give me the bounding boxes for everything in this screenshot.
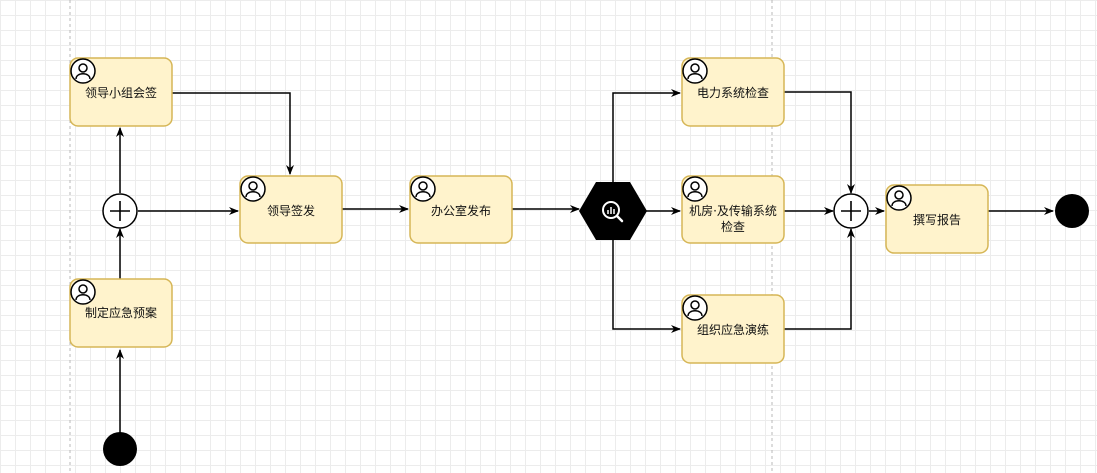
task-leader-sign-issue[interactable]: 领导签发: [239, 175, 343, 244]
search-chart-icon: [602, 201, 624, 223]
task-write-report[interactable]: 撰写报告: [885, 184, 989, 254]
flow-power-to-join[interactable]: [784, 91, 855, 194]
task-label: 电力系统检查: [697, 85, 769, 100]
task-power-check[interactable]: 电力系统检查: [681, 57, 785, 127]
task-label: 撰写报告: [913, 212, 961, 227]
user-icon: [70, 279, 96, 305]
task-organize-drill[interactable]: 组织应急演练: [681, 294, 785, 364]
user-icon: [682, 176, 708, 202]
flow-gateway-to-drill[interactable]: [612, 231, 681, 333]
parallel-gateway[interactable]: [833, 193, 869, 229]
end-event[interactable]: [1055, 194, 1089, 228]
user-icon: [70, 58, 96, 84]
task-label-line-1: 机房·及传输系统: [689, 203, 777, 218]
task-label: 领导签发: [267, 203, 315, 218]
parallel-gateway[interactable]: [102, 193, 138, 229]
task-office-publish[interactable]: 办公室发布: [409, 175, 513, 244]
plus-icon: [110, 201, 130, 221]
task-label: 领导小组会签: [85, 85, 157, 100]
task-room-transmission-check[interactable]: 机房·及传输系统 检查: [681, 175, 785, 244]
user-icon: [886, 185, 912, 211]
task-label: 办公室发布: [431, 203, 491, 218]
user-icon: [410, 176, 436, 202]
task-label: 制定应急预案: [85, 305, 157, 320]
task-make-emergency-plan[interactable]: 制定应急预案: [69, 278, 173, 348]
task-leader-group-sign[interactable]: 领导小组会签: [69, 57, 173, 127]
start-event[interactable]: [103, 432, 137, 466]
task-label-line-2: 检查: [721, 219, 745, 234]
user-icon: [682, 58, 708, 84]
plus-icon: [841, 201, 861, 221]
user-icon: [240, 176, 266, 202]
flow-gateway-to-power[interactable]: [612, 89, 681, 191]
inclusive-gateway[interactable]: [579, 182, 647, 240]
task-label: 组织应急演练: [697, 322, 769, 337]
user-icon: [682, 295, 708, 321]
flow-group-sign-to-leader-sign[interactable]: [172, 92, 294, 175]
flow-drill-to-join[interactable]: [784, 228, 855, 330]
